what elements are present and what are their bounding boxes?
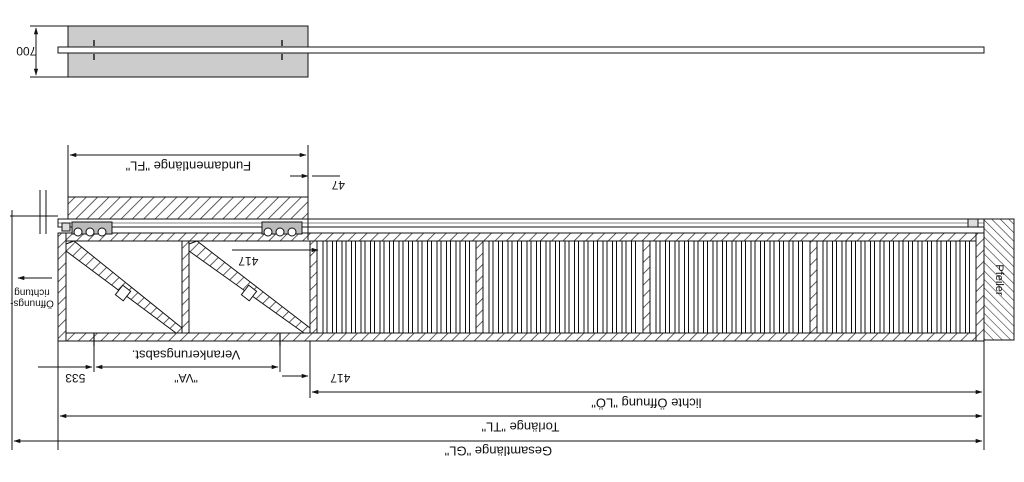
dim-47-label: 47 xyxy=(331,178,345,192)
dimensions xyxy=(10,145,985,450)
dim-533-label: 533 xyxy=(65,371,85,385)
infill-bar xyxy=(446,240,451,334)
infill-bar xyxy=(621,240,627,334)
infill-bar xyxy=(822,240,828,334)
infill-bar xyxy=(545,240,551,334)
infill-bar xyxy=(417,240,423,334)
infill-bar xyxy=(936,240,942,334)
opening-direction-label-1: Öffnungs- xyxy=(10,298,54,310)
infill-bar xyxy=(612,240,617,334)
top-view: 700 xyxy=(16,25,985,78)
infill-bar xyxy=(722,240,727,334)
infill-bar xyxy=(870,240,875,334)
infill-bar xyxy=(465,240,470,334)
infill-bar xyxy=(674,240,680,334)
infill-bar xyxy=(946,240,951,334)
infill-bar xyxy=(436,240,442,334)
panel-posts xyxy=(475,240,818,334)
infill-bar xyxy=(564,240,570,334)
infill-bar xyxy=(602,240,608,334)
infill-bar xyxy=(593,240,598,334)
infill-bar xyxy=(332,240,337,334)
infill-bar xyxy=(526,240,532,334)
infill-bar xyxy=(955,240,961,334)
anchor-pins xyxy=(93,333,281,346)
infill-bar xyxy=(507,240,513,334)
top-bolts xyxy=(93,40,283,60)
infill-bar xyxy=(798,240,803,334)
infill-bar xyxy=(731,240,737,334)
infill-bar xyxy=(965,240,970,334)
top-rail xyxy=(57,46,985,54)
infill-bar xyxy=(841,240,847,334)
dim-va-label: "VA" xyxy=(174,371,198,385)
infill-bar xyxy=(536,240,541,334)
dim-700 xyxy=(30,25,68,78)
infill-bar xyxy=(889,240,894,334)
infill-bar xyxy=(788,240,794,334)
dim-417-bottom-label: 417 xyxy=(330,371,350,385)
infill-bar xyxy=(455,240,461,334)
pillar-label: Pfeiler xyxy=(993,264,1005,296)
diagonal-braces xyxy=(65,240,311,334)
infill-bar xyxy=(879,240,885,334)
clear-opening-label: lichte Öffnung "LÖ" xyxy=(591,395,702,410)
infill-bar xyxy=(779,240,784,334)
infill-bar xyxy=(341,240,347,334)
dim-700-label: 700 xyxy=(16,44,36,58)
anchor-distance-label: Verankerungsabst. xyxy=(132,347,240,362)
infill-bar xyxy=(322,240,328,334)
infill-bar xyxy=(488,240,494,334)
foundation-block xyxy=(67,196,309,220)
infill-bar xyxy=(574,240,579,334)
infill-bar xyxy=(860,240,866,334)
infill-bar xyxy=(398,240,404,334)
infill-bar xyxy=(741,240,746,334)
infill-bar xyxy=(693,240,699,334)
infill-bar xyxy=(927,240,932,334)
infill-bar xyxy=(360,240,366,334)
infill-bar xyxy=(583,240,589,334)
infill-bar xyxy=(750,240,756,334)
infill-bar xyxy=(389,240,394,334)
side-view xyxy=(57,196,1015,346)
infill-bar xyxy=(498,240,503,334)
infill-bar xyxy=(769,240,775,334)
opening-direction-label-2: richtung xyxy=(14,287,50,298)
infill-bar xyxy=(408,240,413,334)
infill-bar xyxy=(851,240,856,334)
infill-bar xyxy=(351,240,356,334)
pillar xyxy=(983,218,1015,341)
infill-bar xyxy=(703,240,708,334)
infill-bars xyxy=(322,240,970,334)
foundation-length-label: Fundamentlänge "FL" xyxy=(125,158,251,173)
infill-bar xyxy=(898,240,904,334)
infill-bar xyxy=(370,240,375,334)
gate-frame xyxy=(57,232,985,342)
infill-bar xyxy=(517,240,522,334)
infill-bar xyxy=(832,240,837,334)
labels: Fundamentlänge "FL" 47 417 Öffnungs- ric… xyxy=(10,158,1005,458)
infill-bar xyxy=(555,240,560,334)
infill-bar xyxy=(917,240,923,334)
gate-length-label: Torlänge "TL" xyxy=(481,419,559,434)
infill-bar xyxy=(760,240,765,334)
infill-bar xyxy=(684,240,689,334)
infill-bar xyxy=(665,240,670,334)
infill-bar xyxy=(712,240,718,334)
infill-bar xyxy=(908,240,913,334)
dim-417-inner-label: 417 xyxy=(238,254,258,268)
rollers xyxy=(61,218,979,237)
infill-bar xyxy=(655,240,661,334)
infill-bar xyxy=(379,240,385,334)
total-length-label: Gesamtlänge "GL" xyxy=(444,443,552,458)
infill-bar xyxy=(631,240,636,334)
infill-bar xyxy=(427,240,432,334)
